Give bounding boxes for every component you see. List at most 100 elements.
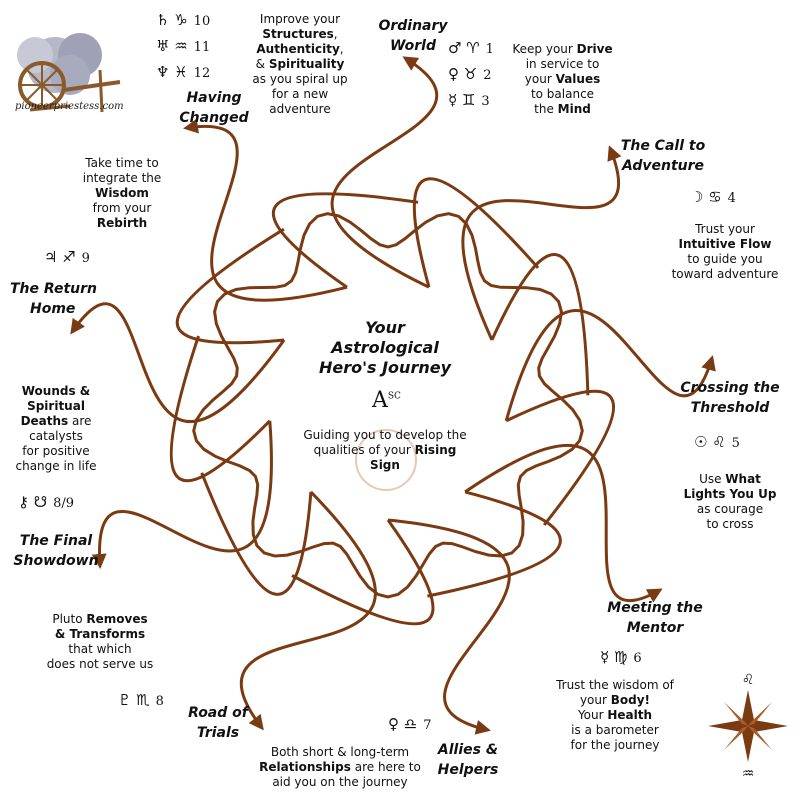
stage-line: Allies & (437, 742, 499, 758)
compass-bottom-glyph: ♒ (742, 766, 755, 782)
planet-sign-glyph: ♄ ♑ (156, 11, 188, 29)
house-number: 6 (633, 651, 642, 666)
symbols-ordinary-world: ♂ ♈1 ♀ ♉2 ☿ ♊3 (448, 36, 494, 114)
desc-line: in service to (525, 57, 600, 71)
stage-line: Ordinary (378, 18, 448, 34)
asc-sup: SC (387, 391, 401, 402)
symbols-crossing-threshold: ☉ ♌5 (694, 430, 740, 456)
desc-line: Authenticity, (256, 42, 344, 56)
stage-call-to-adventure: The Call to Adventure (608, 136, 718, 176)
center-title-line: Your (365, 318, 405, 337)
journey-arrow (91, 420, 273, 569)
stage-line: Showdown (13, 553, 99, 569)
desc-line: for positive (22, 444, 90, 458)
journey-arrow (183, 118, 348, 302)
journey-arrow (387, 518, 511, 735)
desc-line: integrate the (82, 171, 162, 185)
journey-arrow (461, 145, 622, 341)
stage-line: Mentor (626, 620, 684, 636)
symbols-call-to-adventure: ☽ ♋ 4 (690, 185, 736, 211)
stage-line: Crossing the (680, 380, 780, 396)
planet-sign-glyph: ♀ ♎ (388, 715, 418, 733)
desc-line: Intuitive Flow (678, 237, 772, 251)
stage-line: Having (186, 90, 242, 106)
planet-sign-glyph: ⚷ ☋ (18, 493, 48, 511)
center-desc-text: Guiding you to develop the qualities of … (303, 428, 467, 457)
stage-line: Helpers (437, 762, 499, 778)
desc-line: that which (68, 642, 132, 656)
journey-arrow (239, 490, 377, 731)
journey-loop (169, 335, 271, 483)
stage-crossing-threshold: Crossing the Threshold (672, 378, 788, 418)
desc-line: as you spiral up (252, 72, 348, 86)
symbol-row: ♄ ♑ 10 (156, 8, 210, 34)
house-number: 8/9 (53, 496, 74, 511)
planet-sign-glyph: ☿ ♍ (600, 648, 628, 666)
desc-line: toward adventure (671, 267, 779, 281)
house-number: 4 (727, 191, 736, 206)
center-title: Your Astrological Hero's Journey (300, 318, 470, 378)
symbol-row: ☉ ♌5 (694, 430, 740, 456)
desc-line: to guide you (687, 252, 763, 266)
house-number: 11 (193, 40, 211, 55)
desc-line: Structures, (262, 27, 338, 41)
desc-line: as courage (696, 502, 764, 516)
stage-road-of-trials: Road of Trials (178, 703, 258, 743)
stage-return-home: The Return Home (2, 279, 98, 319)
desc-line: your Values (524, 72, 601, 86)
journey-loop (291, 519, 435, 626)
planet-sign-glyph: ♃ ♐ (44, 248, 76, 266)
planet-sign-glyph: ♅ ♒ (156, 37, 188, 55)
stage-having-changed: Having Changed (172, 88, 256, 128)
desc-line: Keep your Drive (512, 42, 613, 56)
desc-line: Improve your (259, 12, 341, 26)
planet-sign-glyph: ♇ ♏ (118, 691, 150, 709)
desc-line: is a barometer (571, 723, 659, 737)
symbol-row: ♂ ♈1 (448, 36, 494, 62)
symbols-road-of-trials: ♇ ♏8 (118, 688, 164, 714)
desc-line: from your (92, 201, 152, 215)
desc-line: catalysts (29, 429, 83, 443)
journey-loop (427, 490, 562, 598)
stage-line: World (389, 38, 437, 54)
house-number: 12 (193, 66, 211, 81)
desc-line: Relationships are here to (259, 760, 421, 774)
desc-line: Use What (699, 472, 761, 486)
journey-arrow (330, 56, 439, 289)
desc-line: Trust the wisdom of (556, 678, 674, 692)
compass-rose: ♌ ♒ (704, 670, 792, 782)
desc-line: adventure (269, 102, 331, 116)
stage-line: Road of (188, 705, 248, 721)
stage-allies-helpers: Allies & Helpers (428, 740, 508, 780)
stage-meeting-mentor: Meeting the Mentor (600, 598, 710, 638)
desc-line: the Mind (534, 102, 591, 116)
compass-top-glyph: ♌ (742, 672, 755, 688)
journey-arrow (464, 443, 663, 603)
stage-line: Threshold (690, 400, 770, 416)
journey-loop (412, 177, 540, 288)
desc-line: Both short & long-term (270, 745, 410, 759)
symbol-row: ☿ ♍ 6 (600, 645, 642, 671)
ascendant-glyph: ASC (372, 388, 401, 413)
center-ring (355, 429, 417, 491)
symbols-allies-helpers: ♀ ♎7 (388, 712, 431, 738)
desc-line: does not serve us (46, 657, 154, 671)
house-number: 5 (731, 436, 740, 451)
asc-letter: A (372, 388, 388, 413)
stage-line: Changed (179, 110, 249, 126)
desc-line: Take time to (85, 156, 159, 170)
symbols-having-changed: ♄ ♑10 ♅ ♒11 ♆ ♓12 (156, 8, 210, 86)
house-number: 10 (193, 14, 211, 29)
planet-sign-glyph: ☽ ♋ (690, 188, 722, 206)
symbol-row: ♀ ♎7 (388, 712, 431, 738)
journey-loop (200, 472, 313, 596)
